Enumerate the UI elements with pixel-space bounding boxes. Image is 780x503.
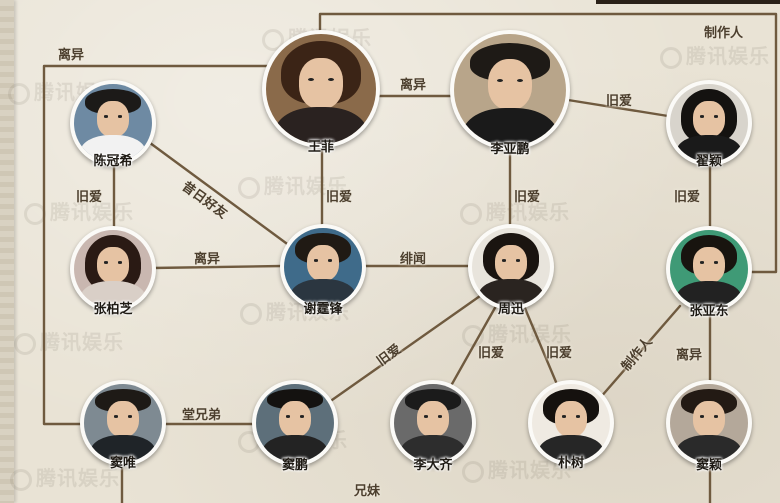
portrait-photo bbox=[670, 230, 748, 308]
portrait-photo bbox=[84, 384, 162, 462]
line-liyapeng-zhaiying bbox=[566, 98, 670, 118]
line-zhouxun-doupeng bbox=[330, 294, 482, 402]
relation-label-divorce: 离异 bbox=[400, 78, 427, 93]
person-node-chen-guanxi: 陈冠希 bbox=[70, 80, 156, 172]
watermark: 腾讯娱乐 bbox=[462, 318, 572, 347]
watermark-logo-icon bbox=[240, 302, 262, 325]
person-node-wang-fei: 王菲 bbox=[262, 30, 380, 158]
relation-label-ex-lover: 旧爱 bbox=[326, 190, 353, 205]
portrait-photo bbox=[266, 34, 376, 144]
relation-label-ex-lover: 旧爱 bbox=[478, 346, 505, 361]
line-zhangyadong-top bbox=[318, 12, 778, 274]
line-zhouxun-lidaqi bbox=[450, 304, 498, 386]
relation-label-cousin: 堂兄弟 bbox=[182, 408, 222, 423]
avatar bbox=[528, 380, 614, 466]
watermark-logo-icon bbox=[660, 46, 682, 69]
line-chenguanxi-xietingfeng bbox=[144, 138, 292, 248]
avatar bbox=[666, 80, 752, 166]
portrait-photo bbox=[394, 384, 472, 462]
relation-label-divorce: 离异 bbox=[58, 48, 85, 63]
watermark: 腾讯娱乐 bbox=[460, 196, 570, 225]
watermark-logo-icon bbox=[262, 28, 284, 51]
portrait-photo bbox=[74, 230, 152, 308]
line-zhouxun-pushu bbox=[522, 304, 558, 384]
person-node-xie-tingfeng: 谢霆锋 bbox=[280, 224, 366, 317]
relation-label-ex-lover: 旧爱 bbox=[606, 94, 633, 109]
person-name: 陈冠希 bbox=[93, 154, 133, 169]
relation-label-divorce: 离异 bbox=[194, 252, 221, 267]
person-node-pu-shu: 朴树 bbox=[528, 380, 614, 472]
person-name: 谢霆锋 bbox=[303, 302, 343, 317]
relation-label-producer: 制作人 bbox=[704, 26, 744, 41]
avatar bbox=[70, 80, 156, 166]
watermark-logo-icon bbox=[462, 460, 484, 483]
person-name: 翟颖 bbox=[695, 154, 722, 169]
avatar bbox=[262, 30, 380, 148]
portrait-photo bbox=[472, 228, 550, 306]
person-node-zhang-bozhi: 张柏芝 bbox=[70, 226, 156, 318]
relation-label-ex-lover: 旧爱 bbox=[674, 190, 701, 205]
person-node-li-yapeng: 李亚鹏 bbox=[450, 30, 570, 158]
portrait-photo bbox=[532, 384, 610, 462]
watermark-logo-icon bbox=[10, 468, 32, 491]
avatar bbox=[280, 224, 366, 310]
person-node-zhou-xun: 周迅 bbox=[468, 224, 554, 317]
person-name: 李大齐 bbox=[413, 458, 453, 473]
person-node-li-daqi: 李大齐 bbox=[390, 380, 476, 473]
watermark-logo-icon bbox=[460, 202, 482, 225]
top-border-bar bbox=[596, 0, 780, 4]
avatar bbox=[468, 224, 554, 310]
person-node-zhai-ying: 翟颖 bbox=[666, 80, 752, 172]
person-name: 张柏芝 bbox=[93, 302, 133, 317]
person-node-zhang-yadong: 张亚东 bbox=[666, 226, 752, 320]
relation-label-rumor: 绯闻 bbox=[400, 252, 427, 267]
avatar bbox=[80, 380, 166, 466]
watermark-logo-icon bbox=[238, 176, 260, 199]
watermark-logo-icon bbox=[8, 82, 30, 105]
portrait-photo bbox=[670, 384, 748, 462]
portrait-photo bbox=[454, 34, 566, 146]
person-name: 王菲 bbox=[307, 140, 334, 155]
person-node-dou-wei: 窦唯 bbox=[80, 380, 166, 472]
person-name: 李亚鹏 bbox=[490, 142, 530, 157]
person-name: 张亚东 bbox=[689, 304, 729, 319]
person-name: 窦鹏 bbox=[281, 458, 308, 473]
watermark-logo-icon bbox=[14, 332, 36, 355]
watermark: 腾讯娱乐 bbox=[660, 40, 770, 69]
watermark: 腾讯娱乐 bbox=[14, 326, 124, 355]
person-name: 窦唯 bbox=[109, 456, 136, 471]
torn-paper-edge bbox=[0, 0, 14, 503]
relation-label-ex-lover: 旧爱 bbox=[76, 190, 103, 205]
portrait-photo bbox=[284, 228, 362, 306]
relation-label-siblings: 兄妹 bbox=[354, 484, 381, 499]
person-name: 朴树 bbox=[557, 456, 584, 471]
avatar bbox=[390, 380, 476, 466]
avatar bbox=[70, 226, 156, 312]
avatar bbox=[252, 380, 338, 466]
portrait-photo bbox=[670, 84, 748, 162]
relation-label-ex-lover: 旧爱 bbox=[514, 190, 541, 205]
line-zhangbozhi-xietingfeng bbox=[150, 264, 284, 270]
watermark: 腾讯娱乐 bbox=[238, 170, 348, 199]
line-wangfei-doupeng bbox=[42, 64, 270, 426]
avatar bbox=[450, 30, 570, 150]
watermark: 腾讯娱乐 bbox=[462, 454, 572, 483]
person-node-dou-ying: 窦颖 bbox=[666, 380, 752, 473]
relation-label-divorce: 离异 bbox=[676, 348, 703, 363]
avatar bbox=[666, 226, 752, 312]
portrait-photo bbox=[256, 384, 334, 462]
person-name: 窦颖 bbox=[695, 458, 722, 473]
person-node-dou-peng: 窦鹏 bbox=[252, 380, 338, 473]
person-name: 周迅 bbox=[497, 302, 524, 317]
avatar bbox=[666, 380, 752, 466]
watermark: 腾讯娱乐 bbox=[10, 462, 120, 491]
relation-label-ex-lover: 旧爱 bbox=[546, 346, 573, 361]
portrait-photo bbox=[74, 84, 152, 162]
line-zhangyadong-pushu bbox=[598, 304, 682, 400]
